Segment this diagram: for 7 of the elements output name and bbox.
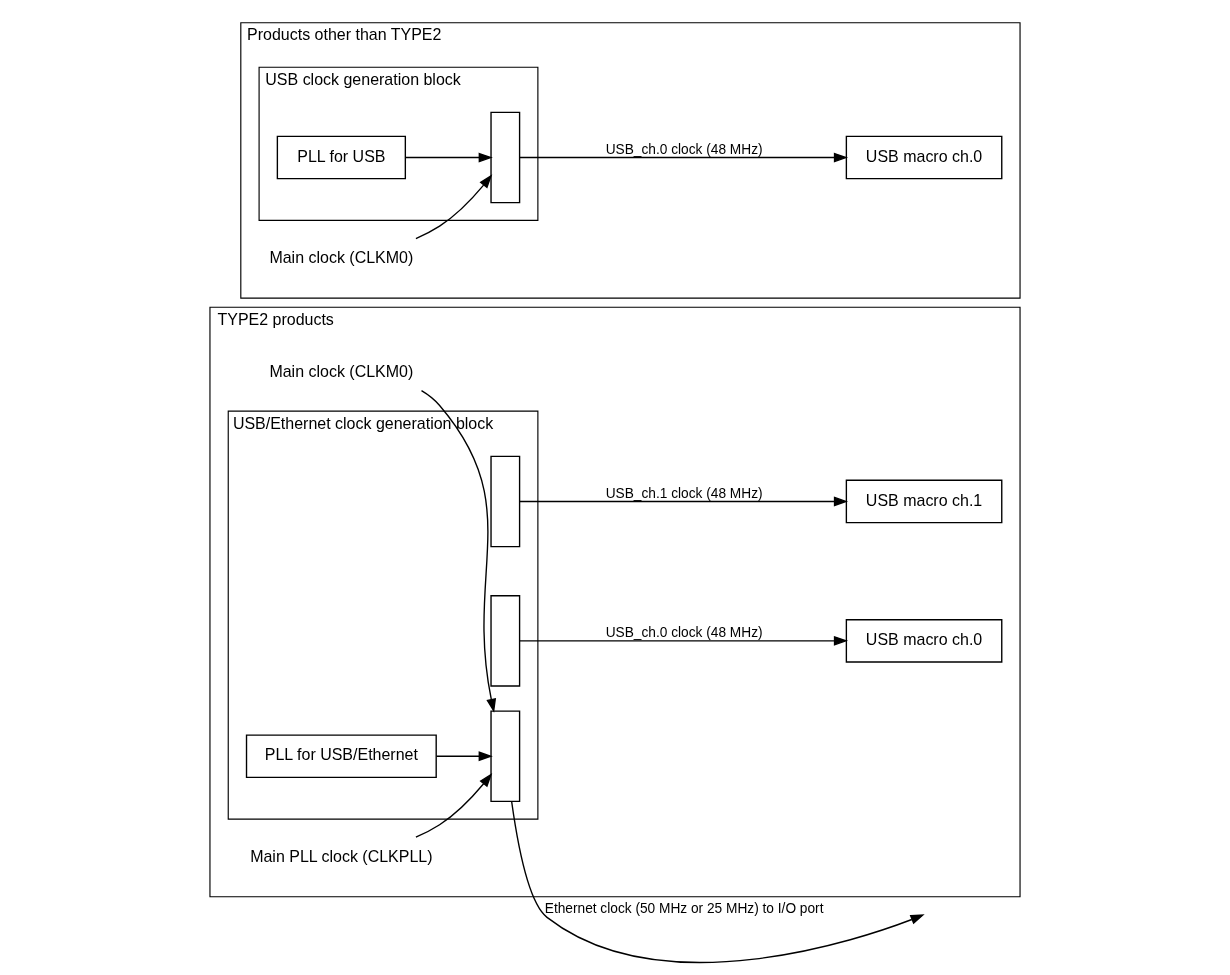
edge-label: Ethernet clock (50 MHz or 25 MHz) to I/O port <box>544 900 824 916</box>
edge-label: USB_ch.0 clock (48 MHz) <box>605 624 763 640</box>
edge-label: USB_ch.1 clock (48 MHz) <box>605 485 763 501</box>
node-text: Main PLL clock (CLKPLL) <box>250 847 433 865</box>
node-text: Main clock (CLKM0) <box>269 362 414 380</box>
edge-label: USB_ch.0 clock (48 MHz) <box>605 141 763 157</box>
node-text: Main clock (CLKM0) <box>269 248 414 266</box>
